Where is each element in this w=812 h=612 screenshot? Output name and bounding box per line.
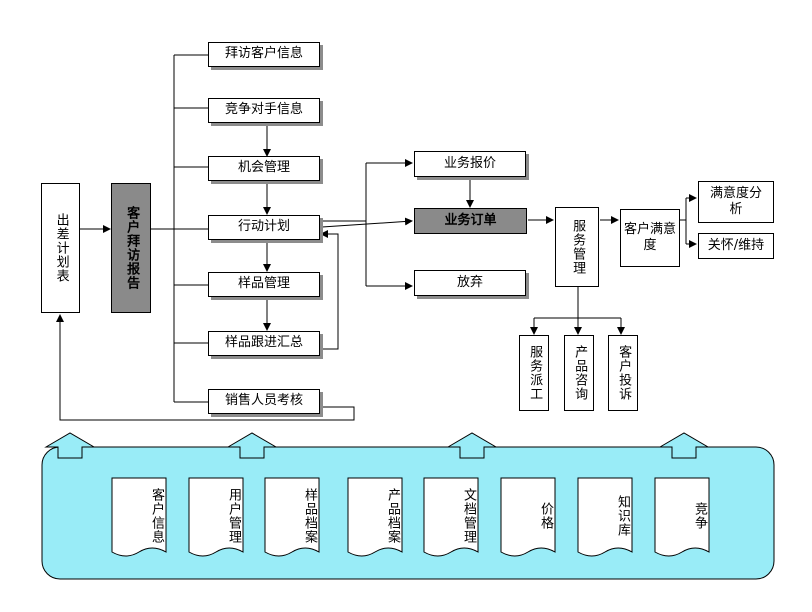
doc-shape-8 — [654, 477, 710, 557]
db-label: 产品档案 — [385, 488, 400, 544]
up-arrow-4 — [658, 432, 710, 459]
branch-label: 机会管理 — [237, 160, 290, 176]
up-arrow-2 — [226, 432, 278, 459]
db-product-archive[interactable]: 产品档案 — [348, 478, 402, 552]
doc-shape-4 — [347, 477, 403, 557]
service-dispatch-box[interactable]: 服务派工 — [519, 335, 549, 411]
customer-complaint-box[interactable]: 客户投诉 — [608, 335, 638, 411]
branch-sample-followup[interactable]: 样品跟进汇总 — [208, 331, 320, 356]
plan-table-label: 出差计划表 — [53, 213, 69, 283]
business-order-label: 业务订单 — [444, 212, 497, 228]
product-consult-box[interactable]: 产品咨询 — [564, 335, 594, 411]
doc-shape-1 — [111, 477, 167, 557]
up-arrow-1 — [44, 432, 96, 459]
up-arrow-3 — [446, 432, 498, 459]
db-label: 客户信息 — [149, 488, 164, 544]
db-label: 样品档案 — [302, 488, 317, 544]
service-dispatch-label: 服务派工 — [527, 345, 543, 401]
branch-visit-info[interactable]: 拜访客户信息 — [208, 42, 320, 67]
doc-shape-2 — [188, 477, 244, 557]
business-abandon-label: 放弃 — [456, 274, 483, 290]
branch-label: 销售人员考核 — [224, 393, 303, 409]
doc-shape-3 — [264, 477, 320, 557]
service-manage-box[interactable]: 服务管理 — [555, 207, 599, 287]
branch-action-plan[interactable]: 行动计划 — [208, 215, 320, 240]
edge-feedback — [320, 230, 339, 350]
db-label: 用户管理 — [226, 488, 241, 544]
db-label: 文档管理 — [461, 488, 476, 544]
db-competition[interactable]: 竞争 — [655, 478, 709, 552]
branch-label: 行动计划 — [237, 219, 290, 235]
db-label: 竞争 — [692, 502, 707, 530]
care-maintain-label: 关怀/维持 — [707, 237, 765, 253]
edge-return-plan — [56, 314, 355, 421]
branch-label: 拜访客户信息 — [224, 46, 303, 62]
db-customer-info[interactable]: 客户信息 — [112, 478, 166, 552]
db-label: 价格 — [538, 502, 553, 530]
doc-shape-7 — [577, 477, 633, 557]
branch-label: 样品跟进汇总 — [224, 335, 303, 351]
business-quote-box[interactable]: 业务报价 — [414, 151, 526, 177]
satisfaction-analysis-label: 满意度分析 — [709, 185, 762, 217]
business-abandon-box[interactable]: 放弃 — [414, 270, 526, 296]
db-price[interactable]: 价格 — [501, 478, 555, 552]
customer-complaint-label: 客户投诉 — [616, 345, 632, 401]
care-maintain-box[interactable]: 关怀/维持 — [698, 233, 774, 259]
db-user-manage[interactable]: 用户管理 — [189, 478, 243, 552]
plan-table-box[interactable]: 出差计划表 — [41, 183, 80, 313]
visit-report-box[interactable]: 客户拜访报告 — [111, 183, 151, 313]
db-label: 知识库 — [615, 495, 630, 537]
doc-shape-5 — [423, 477, 479, 557]
branch-competitor-info[interactable]: 竞争对手信息 — [208, 98, 320, 123]
db-sample-archive[interactable]: 样品档案 — [265, 478, 319, 552]
customer-satisfaction-label: 客户满意度 — [624, 221, 677, 253]
db-knowledge-base[interactable]: 知识库 — [578, 478, 632, 552]
service-manage-label: 服务管理 — [570, 219, 586, 275]
branch-opportunity[interactable]: 机会管理 — [208, 156, 320, 181]
business-quote-label: 业务报价 — [443, 155, 496, 171]
product-consult-label: 产品咨询 — [572, 345, 588, 401]
satisfaction-analysis-box[interactable]: 满意度分析 — [698, 181, 774, 223]
branch-sales-assessment[interactable]: 销售人员考核 — [208, 389, 320, 414]
doc-shape-6 — [500, 477, 556, 557]
branch-sample-manage[interactable]: 样品管理 — [208, 272, 320, 297]
visit-report-label: 客户拜访报告 — [124, 206, 140, 290]
business-order-box[interactable]: 业务订单 — [414, 208, 527, 234]
branch-label: 竞争对手信息 — [224, 102, 303, 118]
db-document-manage[interactable]: 文档管理 — [424, 478, 478, 552]
branch-label: 样品管理 — [237, 276, 290, 292]
customer-satisfaction-box[interactable]: 客户满意度 — [620, 209, 680, 267]
